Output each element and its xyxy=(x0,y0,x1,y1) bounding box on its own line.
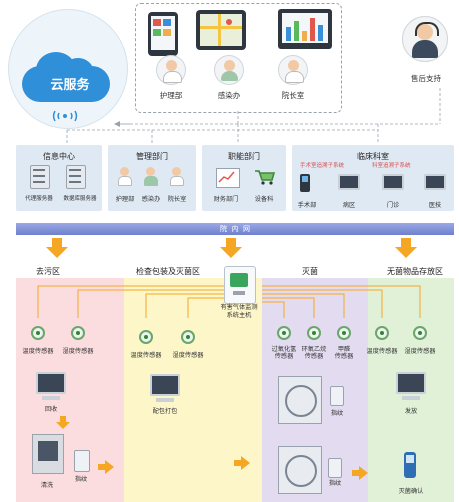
washer-machine-icon xyxy=(32,434,64,474)
sterile-sensor-eo-label: 环氧乙烷 传感器 xyxy=(301,346,327,360)
top-dept-label-infection: 感染办 xyxy=(217,91,241,100)
cart-icon xyxy=(254,168,276,186)
temperature-sensor-icon xyxy=(31,326,45,340)
workstation-icon xyxy=(338,174,360,190)
workstation-base xyxy=(42,396,60,400)
clinical-item-ward: 病区 xyxy=(342,202,356,209)
inspect-sensor-temp-label: 温度传感器 xyxy=(130,352,162,359)
clinical-item-medtech: 医技 xyxy=(428,202,442,209)
sterile-item-fingerprint-1: 指纹 xyxy=(330,410,344,417)
functional-item-equipment: 设备科 xyxy=(254,196,274,203)
zone-title-decontam: 去污区 xyxy=(36,267,60,276)
sterilizer-machine-icon xyxy=(278,446,322,494)
clinical-title: 临床科室 xyxy=(357,152,389,161)
packing-workstation-icon xyxy=(150,374,180,396)
hospital-network-bar xyxy=(16,223,454,235)
functional-item-finance: 财务部门 xyxy=(213,196,239,203)
down-arrows xyxy=(46,238,417,258)
server-icon xyxy=(30,165,50,189)
storage-item-confirm: 灭菌确认 xyxy=(398,488,424,495)
support-label: 售后支持 xyxy=(411,74,441,83)
formaldehyde-sensor-icon xyxy=(337,326,351,340)
functional-title: 职能部门 xyxy=(228,152,260,161)
top-device-group xyxy=(135,3,342,113)
ethylene-oxide-sensor-icon xyxy=(307,326,321,340)
storage-sensor-hum-label: 湿度传感器 xyxy=(404,348,436,355)
temperature-sensor-icon xyxy=(375,326,389,340)
humidity-sensor-icon xyxy=(71,326,85,340)
decontam-sensor-temp-label: 温度传感器 xyxy=(22,348,54,355)
smartphone-icon xyxy=(148,12,178,56)
management-item-nursing: 护理部 xyxy=(115,196,135,203)
workstation-icon xyxy=(382,174,404,190)
clinical-item-outpatient: 门诊 xyxy=(386,202,400,209)
humidity-sensor-icon xyxy=(413,326,427,340)
clinical-item-surgery: 手术部 xyxy=(297,202,317,209)
director-avatar xyxy=(278,55,308,85)
clinical-subsystem-dept: 科室追溯子系统 xyxy=(372,163,411,169)
person-icon xyxy=(144,167,158,187)
finance-chart-icon xyxy=(216,168,240,188)
fingerprint-icon xyxy=(330,386,344,406)
workstation-icon xyxy=(424,174,446,190)
support-avatar xyxy=(402,16,448,62)
down-arrow-small xyxy=(56,416,70,429)
person-icon xyxy=(170,167,184,187)
decontam-item-recycle: 回收 xyxy=(44,406,58,413)
inspect-sensor-hum-label: 湿度传感器 xyxy=(172,352,204,359)
info-center-item-proxy: 代理服务器 xyxy=(25,196,53,202)
top-connectors xyxy=(66,88,441,143)
zone-title-sterile: 灭菌 xyxy=(302,267,318,276)
workstation-base xyxy=(156,398,174,402)
sterile-sensor-h2o2-label: 过氧化氢 传感器 xyxy=(271,346,297,360)
desktop-chart-icon xyxy=(278,9,332,49)
fingerprint-icon xyxy=(74,450,90,472)
hydrogen-peroxide-sensor-icon xyxy=(277,326,291,340)
top-dept-label-director: 院长室 xyxy=(281,91,305,100)
sterile-item-fingerprint-2: 指纹 xyxy=(328,480,342,487)
decontam-item-wash: 清洗 xyxy=(40,482,54,489)
zone-title-inspect: 检查包装及灭菌区 xyxy=(136,267,200,276)
humidity-sensor-icon xyxy=(181,330,195,344)
infection-office-avatar xyxy=(214,55,244,85)
gas-monitor-host xyxy=(224,266,256,304)
gas-monitor-label: 有害气体监测 系统主机 xyxy=(220,304,258,319)
management-item-director: 院长室 xyxy=(167,196,187,203)
cloud-icon-bump-2 xyxy=(62,58,94,88)
storage-sensor-temp-label: 温度传感器 xyxy=(366,348,398,355)
handheld-scanner-icon xyxy=(404,452,416,478)
management-title: 管理部门 xyxy=(136,152,168,161)
inspect-item-pack: 配包打包 xyxy=(152,408,178,415)
network-label: 院 内 网 xyxy=(220,225,250,233)
nurse-avatar xyxy=(156,55,186,85)
dispatch-workstation-icon xyxy=(396,372,426,394)
temperature-sensor-icon xyxy=(139,330,153,344)
recycle-workstation-icon xyxy=(36,372,66,394)
database-server-icon xyxy=(66,165,86,189)
info-center-title: 信息中心 xyxy=(43,152,75,161)
person-icon xyxy=(118,167,132,187)
info-center-item-db: 数据库服务器 xyxy=(63,196,97,202)
decontam-item-fingerprint: 指纹 xyxy=(74,476,88,483)
wireless-signal-icon xyxy=(52,108,78,122)
sterilizer-machine-icon xyxy=(278,376,322,424)
management-item-infection: 感染办 xyxy=(141,196,161,203)
decontam-sensor-hum-label: 湿度传感器 xyxy=(62,348,94,355)
top-dept-label-nursing: 护理部 xyxy=(159,91,183,100)
storage-item-dispatch: 发放 xyxy=(404,408,418,415)
sterile-sensor-formaldehyde-label: 甲醛 传感器 xyxy=(334,346,354,360)
cloud-service-label: 云服务 xyxy=(50,78,90,93)
clinical-subsystem-or: 手术室追溯子系统 xyxy=(300,163,345,169)
tablet-map-icon xyxy=(196,10,246,50)
workstation-base xyxy=(402,396,420,400)
handheld-scanner-icon xyxy=(300,174,310,192)
fingerprint-icon xyxy=(328,458,342,478)
zone-title-storage: 无菌物品存放区 xyxy=(387,267,443,276)
